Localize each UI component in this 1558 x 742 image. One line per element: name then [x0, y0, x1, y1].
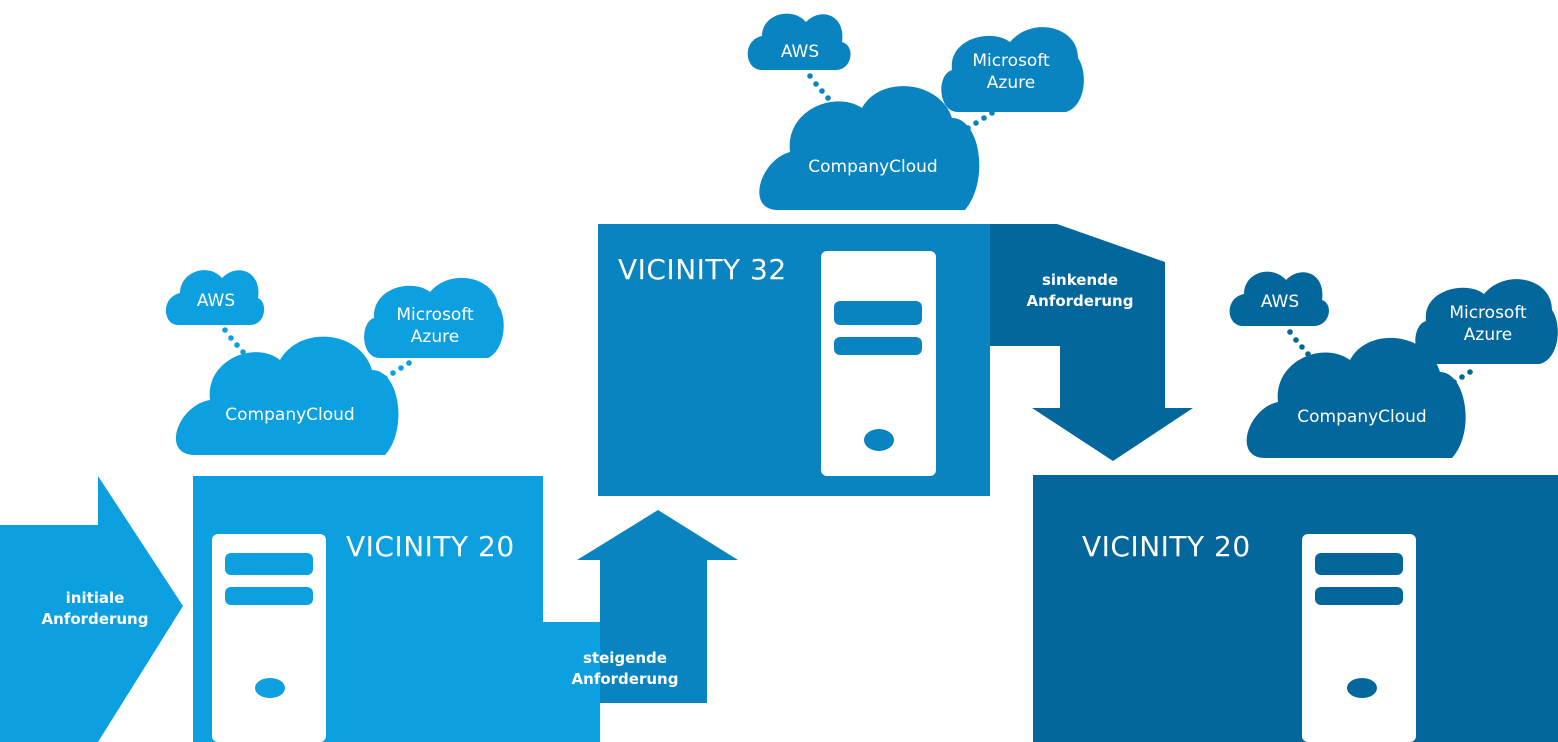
company-cloud-label: CompanyCloud [1297, 407, 1427, 427]
connector-dots [1287, 329, 1473, 391]
azure-label: Microsoft Azure [375, 304, 495, 348]
vicinity-32-title: VICINITY 32 [618, 253, 787, 286]
rising-request-label: steigende Anforderung [540, 648, 710, 690]
company-cloud [1246, 337, 1466, 458]
initial-request-label-line2: Anforderung [41, 610, 149, 628]
falling-request-label-line2: Anforderung [1026, 292, 1134, 310]
azure-label-line2: Azure [1463, 325, 1513, 345]
rising-request-label-line1: steigende [583, 649, 667, 667]
server-icon [1302, 534, 1416, 742]
initial-request-label: initiale Anforderung [20, 588, 170, 630]
aws-label: AWS [1260, 292, 1300, 312]
azure-cloud [941, 27, 1084, 113]
aws-label: AWS [780, 42, 820, 62]
azure-label-line1: Microsoft [1449, 303, 1527, 323]
azure-label-line2: Azure [986, 73, 1036, 93]
aws-label: AWS [196, 291, 236, 311]
falling-request-label-line1: sinkende [1041, 271, 1119, 289]
vicinity-20-right-box [1033, 475, 1558, 742]
azure-label: Microsoft Azure [1425, 302, 1551, 346]
rising-request-label-line2: Anforderung [571, 670, 679, 688]
initial-request-label-line1: initiale [65, 589, 125, 607]
azure-label-line1: Microsoft [396, 305, 474, 325]
company-cloud [759, 86, 980, 210]
azure-label: Microsoft Azure [948, 50, 1074, 94]
azure-label-line1: Microsoft [972, 51, 1050, 71]
falling-request-label: sinkende Anforderung [1000, 270, 1160, 312]
azure-cloud [364, 277, 504, 358]
connector-dots [222, 327, 412, 387]
company-cloud-label: CompanyCloud [225, 405, 355, 425]
vicinity-20-right-title: VICINITY 20 [1082, 530, 1251, 563]
server-icon [212, 534, 326, 742]
falling-request-arrow [990, 224, 1193, 461]
aws-cloud [747, 13, 851, 70]
aws-cloud [165, 270, 265, 325]
azure-label-line2: Azure [410, 327, 460, 347]
initial-request-arrow [0, 476, 183, 742]
company-cloud-label: CompanyCloud [808, 157, 938, 177]
azure-cloud [1415, 279, 1558, 364]
company-cloud [175, 336, 399, 455]
connector-dots [807, 73, 995, 137]
server-icon [821, 251, 936, 476]
aws-cloud [1229, 271, 1329, 326]
vicinity-20-left-title: VICINITY 20 [346, 530, 515, 563]
